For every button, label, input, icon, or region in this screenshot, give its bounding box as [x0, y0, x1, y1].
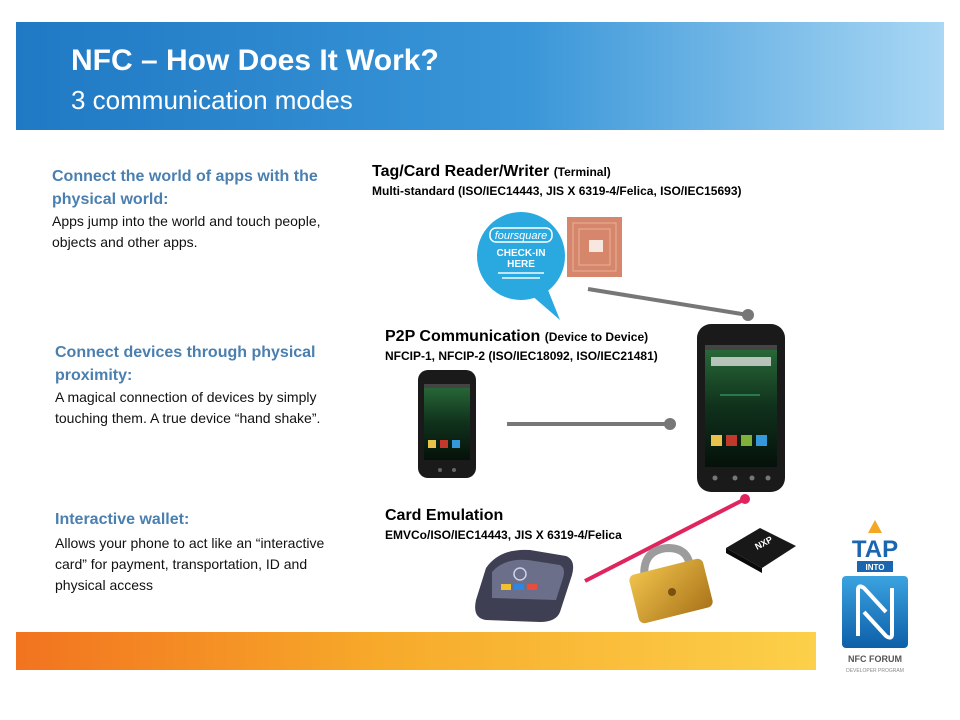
footer-bar: [16, 632, 816, 670]
mode-reader-writer: Tag/Card Reader/Writer (Terminal) Multi-…: [372, 163, 742, 198]
slide-title: NFC – How Does It Work?: [71, 44, 439, 77]
section-heading: Connect the world of apps with the physi…: [52, 168, 318, 208]
small-phone-icon: [418, 370, 476, 478]
card-emulation-connector: [584, 497, 746, 583]
logo-into-text: INTO: [866, 563, 885, 572]
payment-terminal-icon: [475, 549, 574, 622]
logo-tap-text: TAP: [852, 536, 898, 563]
section-heading: Interactive wallet:: [55, 511, 190, 528]
reader-connector: [587, 287, 749, 317]
header-banner: NFC – How Does It Work? 3 communication …: [16, 22, 944, 130]
connector-dot: [664, 418, 676, 430]
proximity-section: Connect devices through physical proximi…: [55, 341, 365, 429]
apps-physical-section: Connect the world of apps with the physi…: [52, 165, 362, 253]
section-body: A magical connection of devices by simpl…: [55, 389, 321, 426]
foursquare-checkin-sticker: foursquare CHECK-IN HERE: [477, 212, 565, 320]
mode-title: Tag/Card Reader/Writer: [372, 163, 550, 180]
nxp-chip-icon: NXP: [726, 528, 796, 573]
checkin-line1: CHECK-IN: [497, 248, 546, 259]
mode-standards: Multi-standard (ISO/IEC14443, JIS X 6319…: [372, 184, 742, 198]
section-body: Allows your phone to act like an “intera…: [55, 535, 325, 593]
mode-standards: NFCIP-1, NFCIP-2 (ISO/IEC18092, ISO/IEC2…: [385, 349, 658, 363]
logo-forum-text: NFC FORUM: [848, 654, 902, 664]
mode-title: P2P Communication: [385, 328, 541, 345]
connector-dot: [742, 309, 754, 321]
padlock-icon: [629, 543, 713, 624]
connector-dot: [740, 494, 750, 504]
mode-card-emulation: Card Emulation EMVCo/ISO/IEC14443, JIS X…: [385, 507, 622, 542]
mode-qualifier: (Terminal): [553, 165, 611, 179]
section-body: Apps jump into the world and touch peopl…: [52, 213, 321, 250]
mode-p2p: P2P Communication (Device to Device) NFC…: [385, 328, 658, 363]
foursquare-brand: foursquare: [495, 230, 548, 242]
nfc-forum-logo: TAP INTO NFC FORUM DEVELOPER PROGRAM: [842, 520, 908, 674]
mode-title: Card Emulation: [385, 507, 504, 524]
mode-qualifier: (Device to Device): [544, 330, 649, 344]
large-phone-icon: [697, 324, 785, 492]
checkin-line2: HERE: [507, 259, 535, 270]
logo-program-text: DEVELOPER PROGRAM: [846, 668, 904, 674]
wallet-section: Interactive wallet: Allows your phone to…: [55, 508, 365, 596]
nfc-tag-icon: [567, 217, 622, 277]
mode-standards: EMVCo/ISO/IEC14443, JIS X 6319-4/Felica: [385, 528, 622, 542]
slide-subtitle: 3 communication modes: [71, 85, 353, 115]
section-heading: Connect devices through physical proximi…: [55, 344, 316, 384]
